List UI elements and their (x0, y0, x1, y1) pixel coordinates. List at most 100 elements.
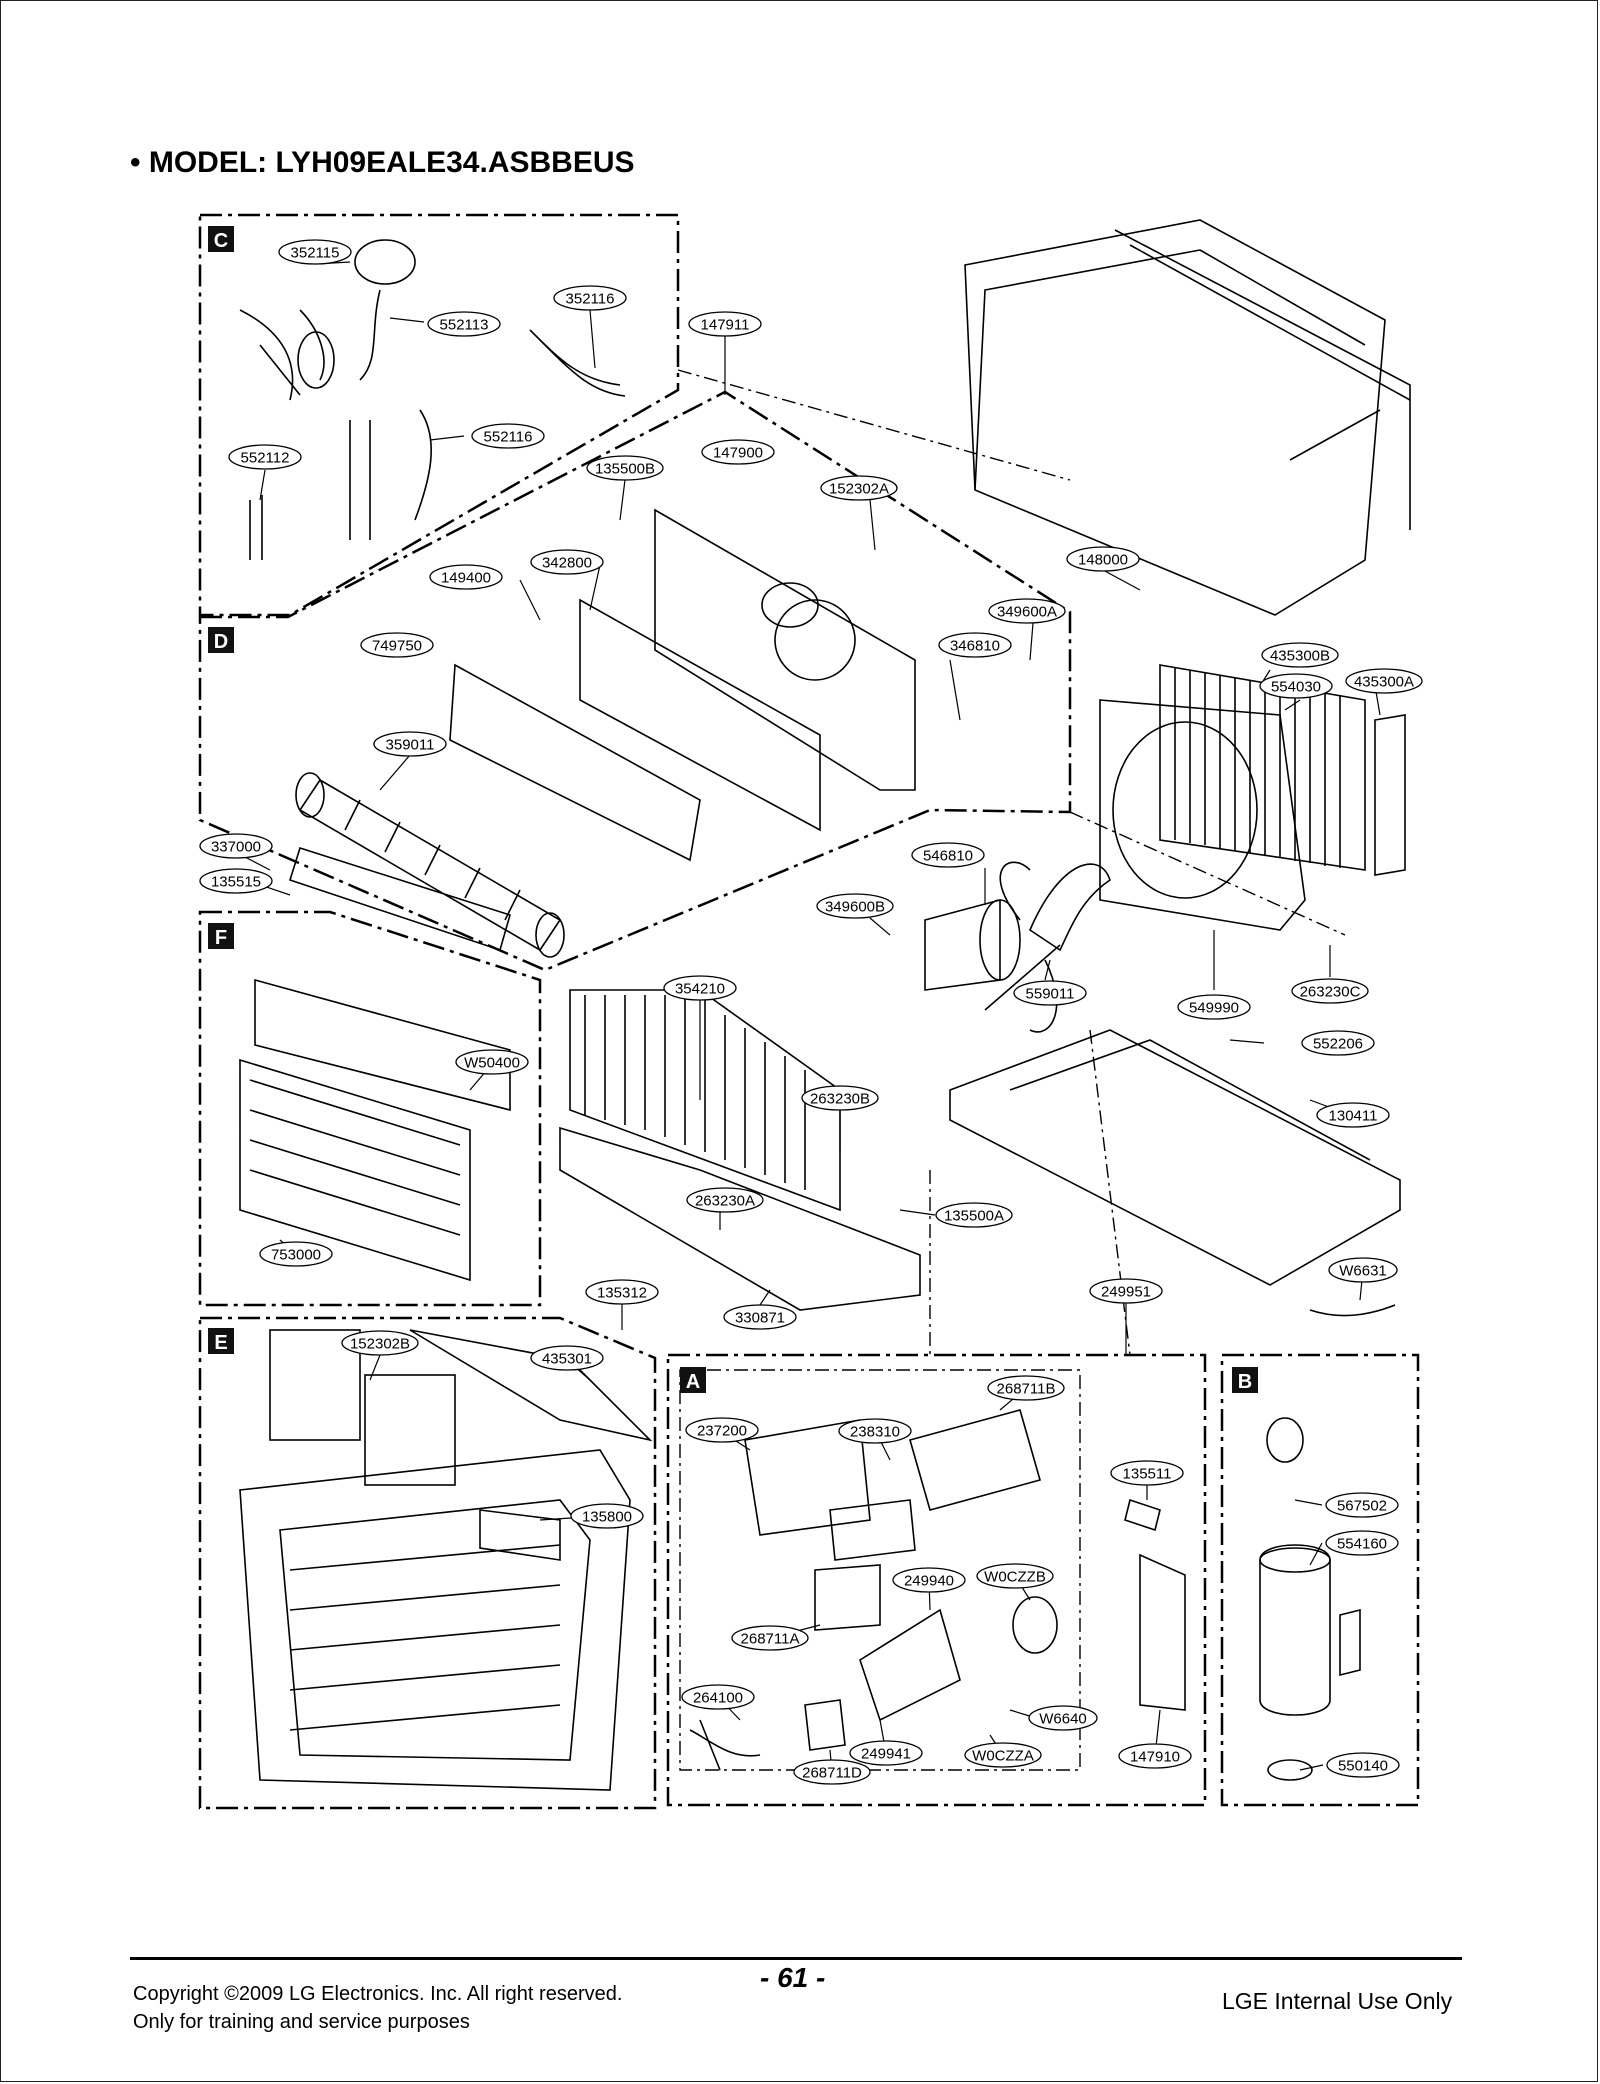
part-label: 135511 (1110, 1460, 1184, 1486)
part-label: 349600A (988, 598, 1066, 624)
part-label: 249951 (1089, 1278, 1163, 1304)
part-label: 552206 (1301, 1030, 1375, 1056)
motor (924, 898, 1001, 991)
part-number: 249941 (861, 1746, 911, 1763)
part-number: 264100 (693, 1690, 743, 1707)
part-label: 264100 (681, 1684, 755, 1710)
part-label: 147911 (688, 311, 762, 337)
part-label: 147910 (1118, 1743, 1192, 1769)
part-number: W50400 (464, 1055, 520, 1072)
part-label: 249941 (849, 1740, 923, 1766)
part-label: 554160 (1325, 1530, 1399, 1556)
part-number: 549990 (1189, 1000, 1239, 1017)
part-label: 268711A (731, 1625, 809, 1651)
part-number: 550140 (1338, 1758, 1388, 1775)
part-label: 135500B (586, 455, 664, 481)
copyright-notice: Copyright ©2009 LG Electronics. Inc. All… (133, 1980, 622, 2036)
part-number: 263230A (695, 1193, 755, 1210)
part-number: 337000 (211, 839, 261, 856)
part-label: 147900 (701, 439, 775, 465)
part-number: 352116 (566, 291, 615, 308)
part-label: 349600B (816, 893, 894, 919)
part-label: 149400 (429, 564, 503, 590)
section-b-box (1220, 1353, 1420, 1807)
part-number: 135511 (1123, 1466, 1172, 1483)
part-number: 567502 (1337, 1498, 1387, 1515)
part-number: 147911 (701, 317, 750, 334)
front-panel (239, 1449, 631, 1791)
part-number: 249940 (904, 1573, 954, 1590)
part-number: 552206 (1313, 1036, 1363, 1053)
part-label: 554030 (1259, 673, 1333, 699)
air-filter-right (364, 1374, 456, 1486)
part-label: 359011 (373, 731, 447, 757)
part-number: 135800 (582, 1509, 632, 1526)
part-number: 135500B (595, 461, 655, 478)
part-label: 337000 (199, 833, 273, 859)
part-label: 567502 (1325, 1492, 1399, 1518)
part-label: 148000 (1066, 546, 1140, 572)
part-label: 559011 (1013, 980, 1087, 1006)
part-number: 546810 (923, 848, 973, 865)
part-number: 135500A (944, 1208, 1004, 1225)
section-c-box (198, 213, 680, 617)
part-number: 349600A (997, 604, 1057, 621)
part-label: 263230C (1291, 978, 1369, 1004)
copyright-line-1: Copyright ©2009 LG Electronics. Inc. All… (133, 1983, 623, 2005)
part-number: W6640 (1039, 1711, 1087, 1728)
part-number: 152302A (829, 481, 889, 498)
part-number: 263230C (1300, 984, 1361, 1001)
section-a-box (666, 1353, 1207, 1807)
part-number: 130411 (1329, 1108, 1378, 1125)
part-label: 135312 (585, 1279, 659, 1305)
part-label: 237200 (685, 1417, 759, 1443)
part-label: 263230B (801, 1085, 879, 1111)
part-number: 359011 (386, 737, 435, 754)
section-letter-a: A (686, 1371, 700, 1393)
part-number: 342800 (542, 555, 592, 572)
blower-housing (654, 508, 916, 791)
part-label: 749750 (360, 632, 434, 658)
part-number: 148000 (1078, 552, 1128, 569)
exploded-parts-diagram: C D F E A B (198, 213, 1423, 1810)
part-number: 753000 (271, 1247, 321, 1264)
part-label: 435301 (530, 1345, 604, 1371)
section-e-box (198, 1316, 657, 1810)
internal-use-note: LGE Internal Use Only (1222, 1988, 1453, 2014)
part-label: 435300A (1345, 668, 1423, 694)
part-number: 352115 (291, 245, 340, 262)
part-label: 238310 (838, 1418, 912, 1444)
part-number: W6631 (1339, 1263, 1387, 1280)
part-label: 549990 (1177, 994, 1251, 1020)
part-number: 268711B (997, 1381, 1056, 1398)
part-number: 238310 (850, 1424, 900, 1441)
section-letter-c: C (214, 230, 228, 252)
page-number: - 61 - (760, 1962, 826, 1993)
part-label: 435300B (1261, 642, 1339, 668)
part-label: 346810 (938, 632, 1012, 658)
part-number: 749750 (372, 638, 422, 655)
part-label: 352115 (278, 239, 352, 265)
part-label: 552116 (471, 423, 545, 449)
part-label: 135800 (570, 1503, 644, 1529)
base-pan (949, 1029, 1401, 1286)
part-label: 342800 (530, 549, 604, 575)
part-label: W6631 (1328, 1257, 1398, 1283)
air-filter-left (269, 1329, 361, 1441)
part-number: 435300A (1354, 674, 1414, 691)
part-label: 354210 (663, 975, 737, 1001)
part-number: 268711D (802, 1765, 862, 1782)
model-title: • MODEL: LYH09EALE34.ASBBEUS (130, 146, 635, 179)
part-number: 552113 (440, 317, 489, 334)
part-label: 152302B (341, 1330, 419, 1356)
part-number: 346810 (950, 638, 1000, 655)
part-number: 268711A (741, 1631, 800, 1648)
section-f-box (198, 910, 542, 1307)
part-labels: 352115 552113 352116 552116 552112 14791… (199, 239, 1423, 1785)
part-number: 149400 (441, 570, 491, 587)
footer-divider (130, 1957, 1462, 1960)
part-number: W0CZZA (972, 1748, 1034, 1765)
part-label: W0CZZB (976, 1563, 1054, 1589)
part-label: W0CZZA (964, 1742, 1042, 1768)
